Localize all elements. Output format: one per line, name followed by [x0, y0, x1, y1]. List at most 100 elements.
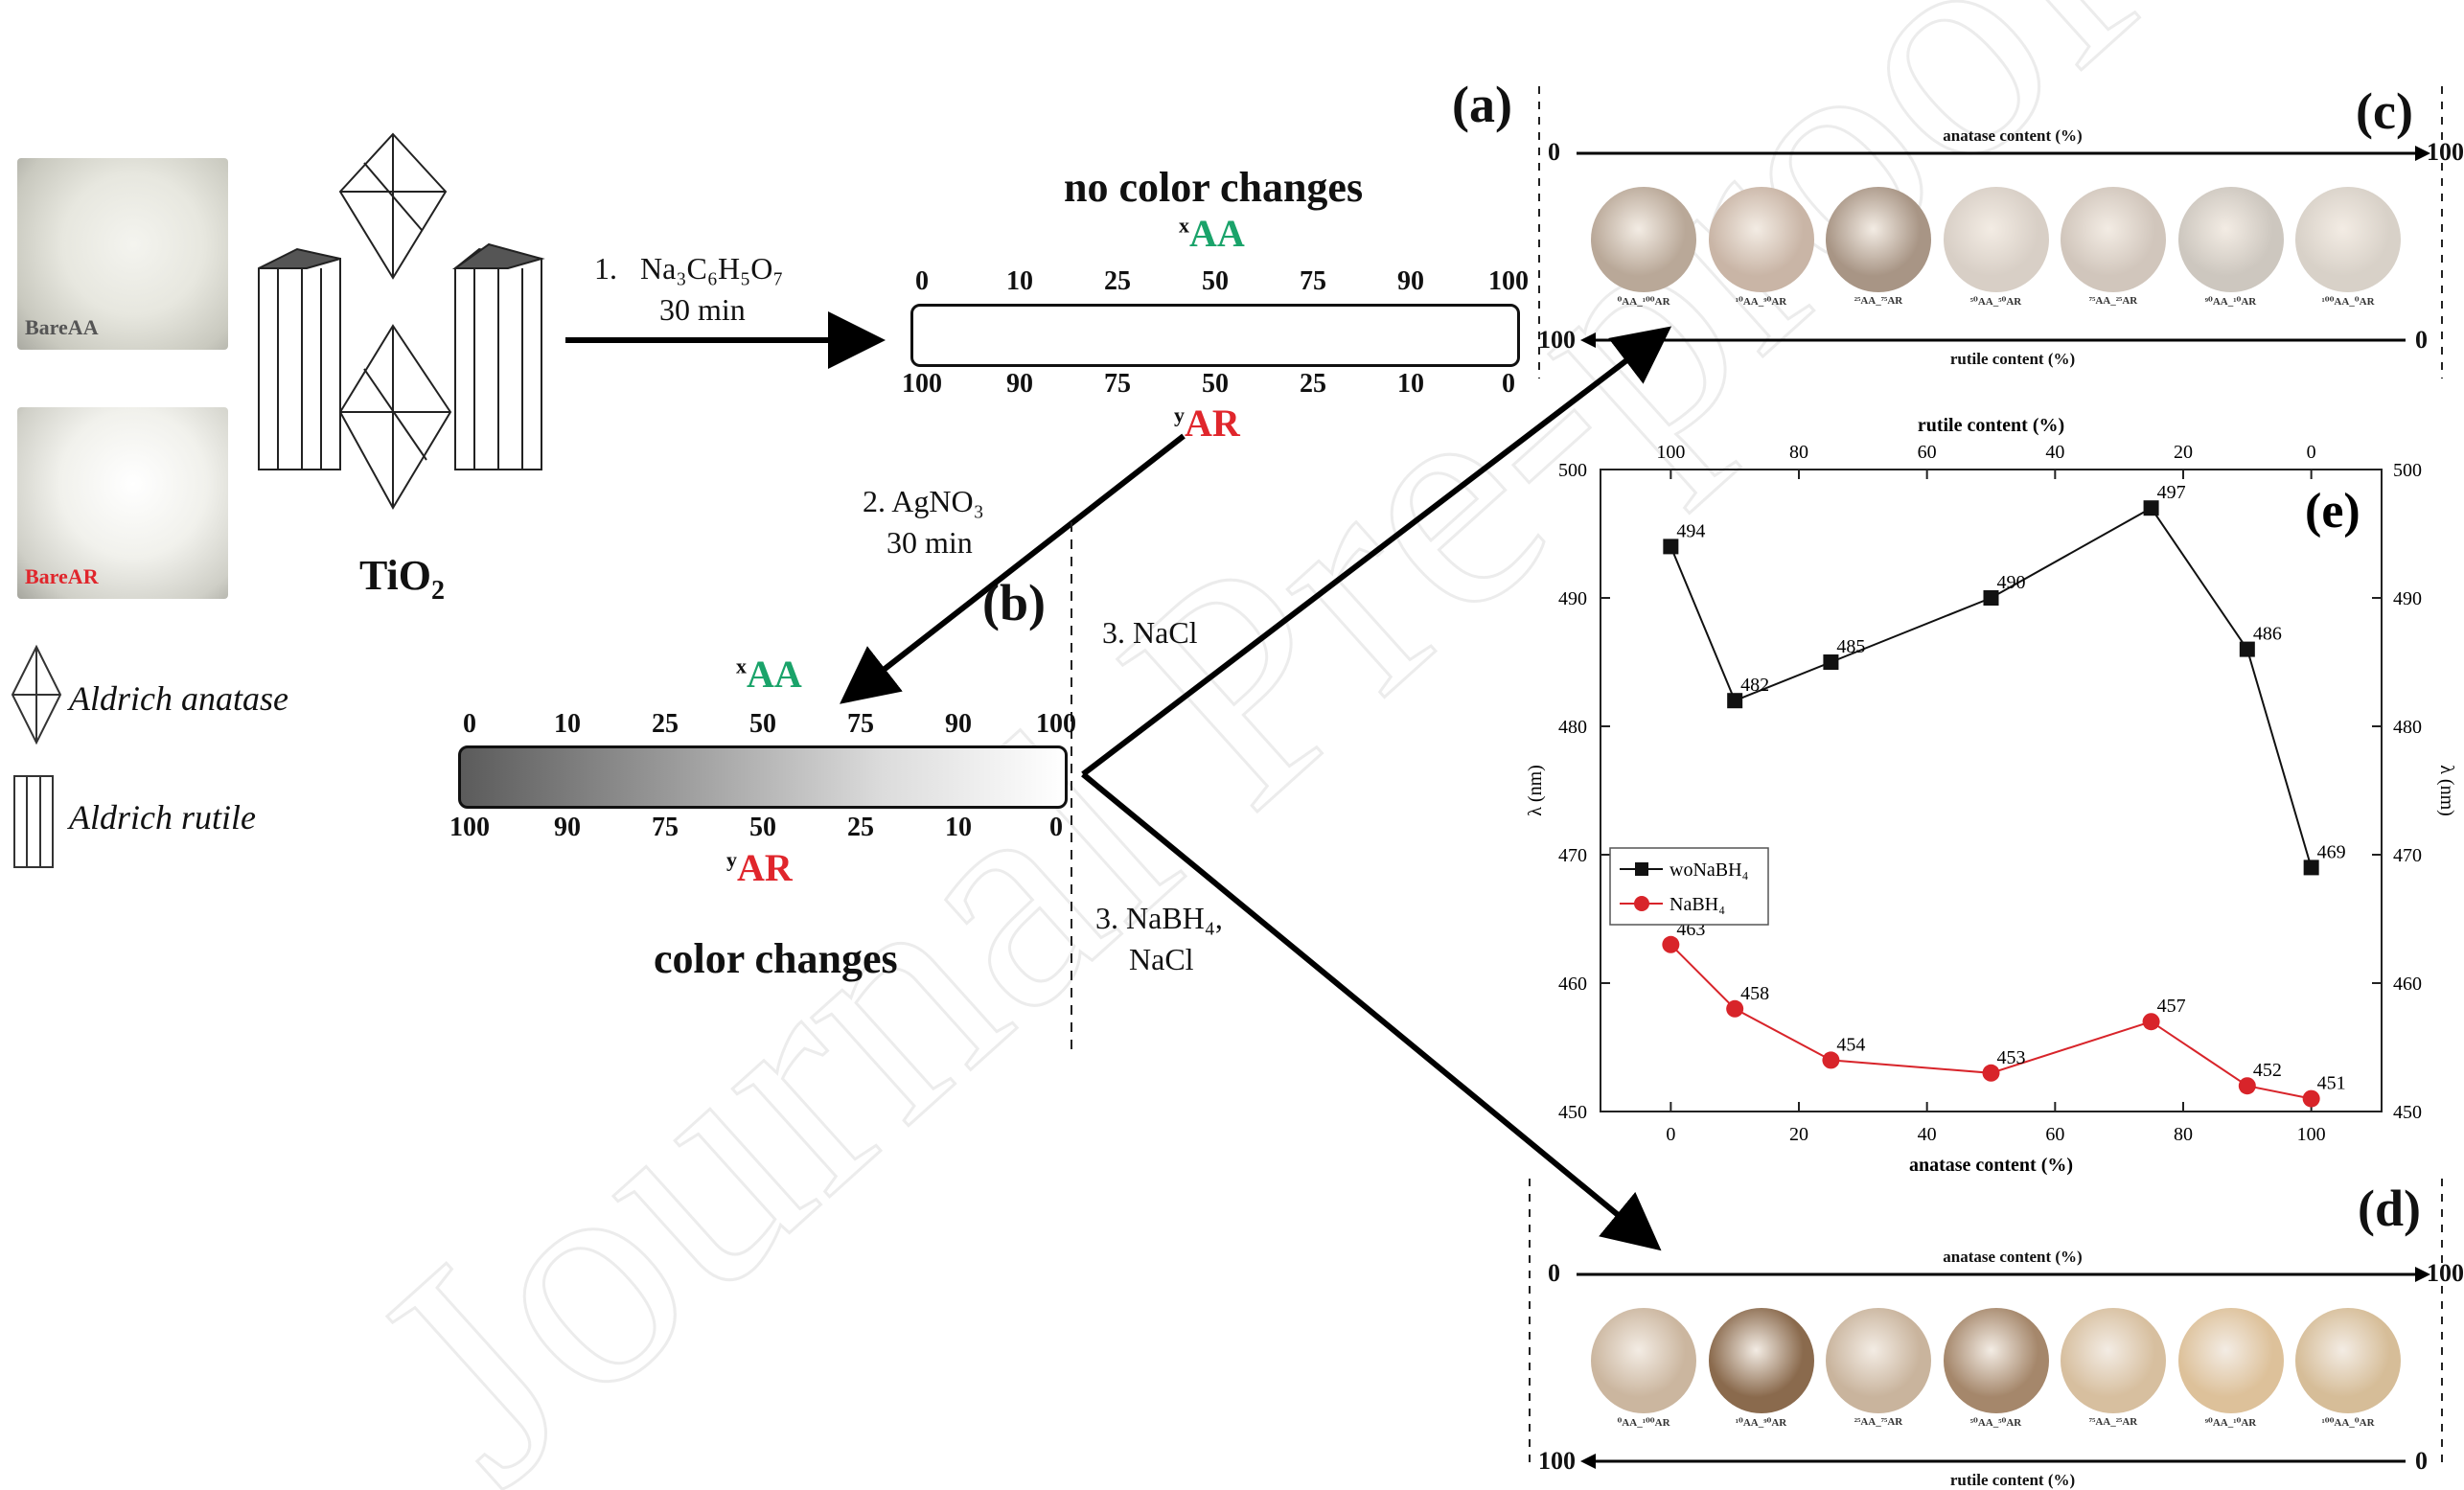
plot-frame: [1600, 469, 2383, 1112]
data-point-square: [1983, 590, 1999, 606]
y-tick-label: 500: [1558, 460, 1587, 481]
data-label: 497: [2157, 482, 2186, 503]
bar-tick: 75: [1104, 369, 1131, 399]
tio2-crystals-drawing: [258, 132, 545, 511]
legend-box: [1609, 847, 1769, 926]
bar-tick: 25: [1300, 369, 1326, 399]
data-label: 457: [2157, 996, 2186, 1017]
legend-entry: woNaBH₄: [1670, 860, 1749, 881]
data-point-circle: [1726, 999, 1744, 1018]
pellet-label: ⁵⁰AA_⁵⁰AR: [1969, 296, 2022, 308]
data-point-square: [1727, 693, 1743, 709]
data-label: 485: [1836, 636, 1865, 657]
bar-b-box: [458, 745, 1068, 809]
y-tick-label-right: 450: [2393, 1102, 2422, 1123]
panel-b-label: (b): [982, 574, 1046, 631]
bar-tick: 75: [1300, 266, 1326, 296]
bar-tick: 10: [1006, 266, 1033, 296]
strip-d-bottom-start: 100: [1538, 1447, 1576, 1475]
data-point-circle: [1822, 1051, 1840, 1069]
bar-b-title: color changes: [654, 935, 898, 982]
data-label: 453: [1997, 1047, 2026, 1068]
x-tick-label: 0: [1666, 1124, 1675, 1145]
y-tick-label-right: 500: [2393, 460, 2422, 481]
y-tick-label-right: 490: [2393, 588, 2422, 609]
pellet-label: ⁹⁰AA_¹⁰AR: [2204, 296, 2257, 308]
bar-tick: 50: [749, 709, 776, 739]
pellet-label: ⁰AA_¹⁰⁰AR: [1617, 1417, 1670, 1429]
y-tick-label-right: 480: [2393, 717, 2422, 738]
y-tick-label-right: 460: [2393, 974, 2422, 995]
bar-tick: 100: [1036, 709, 1076, 739]
strip-c-top-end: 100: [2427, 138, 2464, 166]
bar-tick: 90: [554, 813, 581, 842]
pellet-sample: [1943, 187, 2049, 292]
bar-tick: 90: [1006, 369, 1033, 399]
strip-c-top-start: 0: [1548, 138, 1560, 166]
pellet-label: ²⁵AA_⁷⁵AR: [1854, 1416, 1903, 1428]
y-axis-label-right: λ (nm): [2436, 765, 2457, 816]
pellet-sample: [1591, 1308, 1696, 1413]
bar-tick: 100: [902, 369, 942, 399]
y-tick-label: 480: [1558, 717, 1587, 738]
strip-d-top-start: 0: [1548, 1259, 1560, 1287]
data-label: 458: [1740, 983, 1769, 1004]
data-point-square: [2239, 641, 2255, 657]
x-tick-label: 40: [1918, 1124, 1937, 1145]
strip-d-top-end: 100: [2427, 1259, 2464, 1287]
pellet-label: ¹⁰AA_⁹⁰AR: [1735, 1417, 1787, 1429]
pellet-label: ⁷⁵AA_²⁵AR: [2088, 295, 2138, 307]
pellet-label: ¹⁰⁰AA_⁰AR: [2321, 1417, 2375, 1429]
x-axis-label: anatase content (%): [1909, 1155, 2073, 1176]
legend-anatase: Aldrich anatase: [69, 679, 288, 718]
data-point-square: [1663, 539, 1679, 555]
y-tick-label: 470: [1558, 845, 1587, 866]
step3b-line1: 3. NaBH₄,: [1095, 901, 1223, 935]
step3a-text: 3. NaCl: [1102, 615, 1198, 650]
x-tick-label: 20: [1789, 1124, 1808, 1145]
bar-a-box: [910, 304, 1520, 367]
pellet-sample: [1826, 187, 1931, 292]
data-point-circle: [2302, 1089, 2320, 1108]
anatase-legend-icon: [11, 644, 62, 745]
x2-tick-label: 60: [1918, 442, 1937, 463]
bar-tick: 50: [1202, 369, 1229, 399]
pellet-sample: [2061, 187, 2166, 292]
strip-d-bottom-end: 0: [2415, 1447, 2428, 1475]
pellet-label: ²⁵AA_⁷⁵AR: [1854, 295, 1903, 307]
bar-tick: 25: [1104, 266, 1131, 296]
bare-aa-photo: BareAA: [17, 158, 228, 350]
pellet-sample: [2295, 1308, 2401, 1413]
pellet-label: ⁷⁵AA_²⁵AR: [2088, 1416, 2138, 1428]
pellet-sample: [2177, 187, 2284, 292]
pellet-sample: [1591, 187, 1696, 292]
bar-b-bottom-label: yAR: [726, 846, 793, 889]
x2-axis-label: rutile content (%): [1918, 415, 2064, 436]
strip-d-top-caption: anatase content (%): [1943, 1248, 2083, 1266]
pellet-label: ¹⁰⁰AA_⁰AR: [2321, 296, 2375, 308]
data-label: 494: [1676, 520, 1705, 541]
pellet-label: ⁵⁰AA_⁵⁰AR: [1969, 1417, 2022, 1429]
pellet-label: ⁰AA_¹⁰⁰AR: [1617, 296, 1670, 308]
bar-a-title: no color changes: [1064, 164, 1364, 211]
legend-marker-circle: [1634, 896, 1649, 911]
pellet-sample: [1708, 1308, 1814, 1413]
y-tick-label-right: 470: [2393, 845, 2422, 866]
panel-c-label: (c): [2356, 82, 2413, 140]
pellet-sample: [1826, 1308, 1931, 1413]
strip-c-bottom-end: 0: [2415, 326, 2428, 354]
legend-entry: NaBH₄: [1670, 894, 1725, 915]
step1-time: 30 min: [659, 292, 746, 327]
bar-tick: 75: [847, 709, 874, 739]
bar-tick: 0: [915, 266, 929, 296]
bar-tick: 90: [1397, 266, 1424, 296]
step1-text: 1. Na₃C₆H₅O₇: [594, 251, 784, 286]
pellet-label: ¹⁰AA_⁹⁰AR: [1735, 296, 1787, 308]
data-point-circle: [2142, 1013, 2160, 1031]
bar-tick: 50: [749, 813, 776, 842]
bar-tick: 10: [945, 813, 972, 842]
